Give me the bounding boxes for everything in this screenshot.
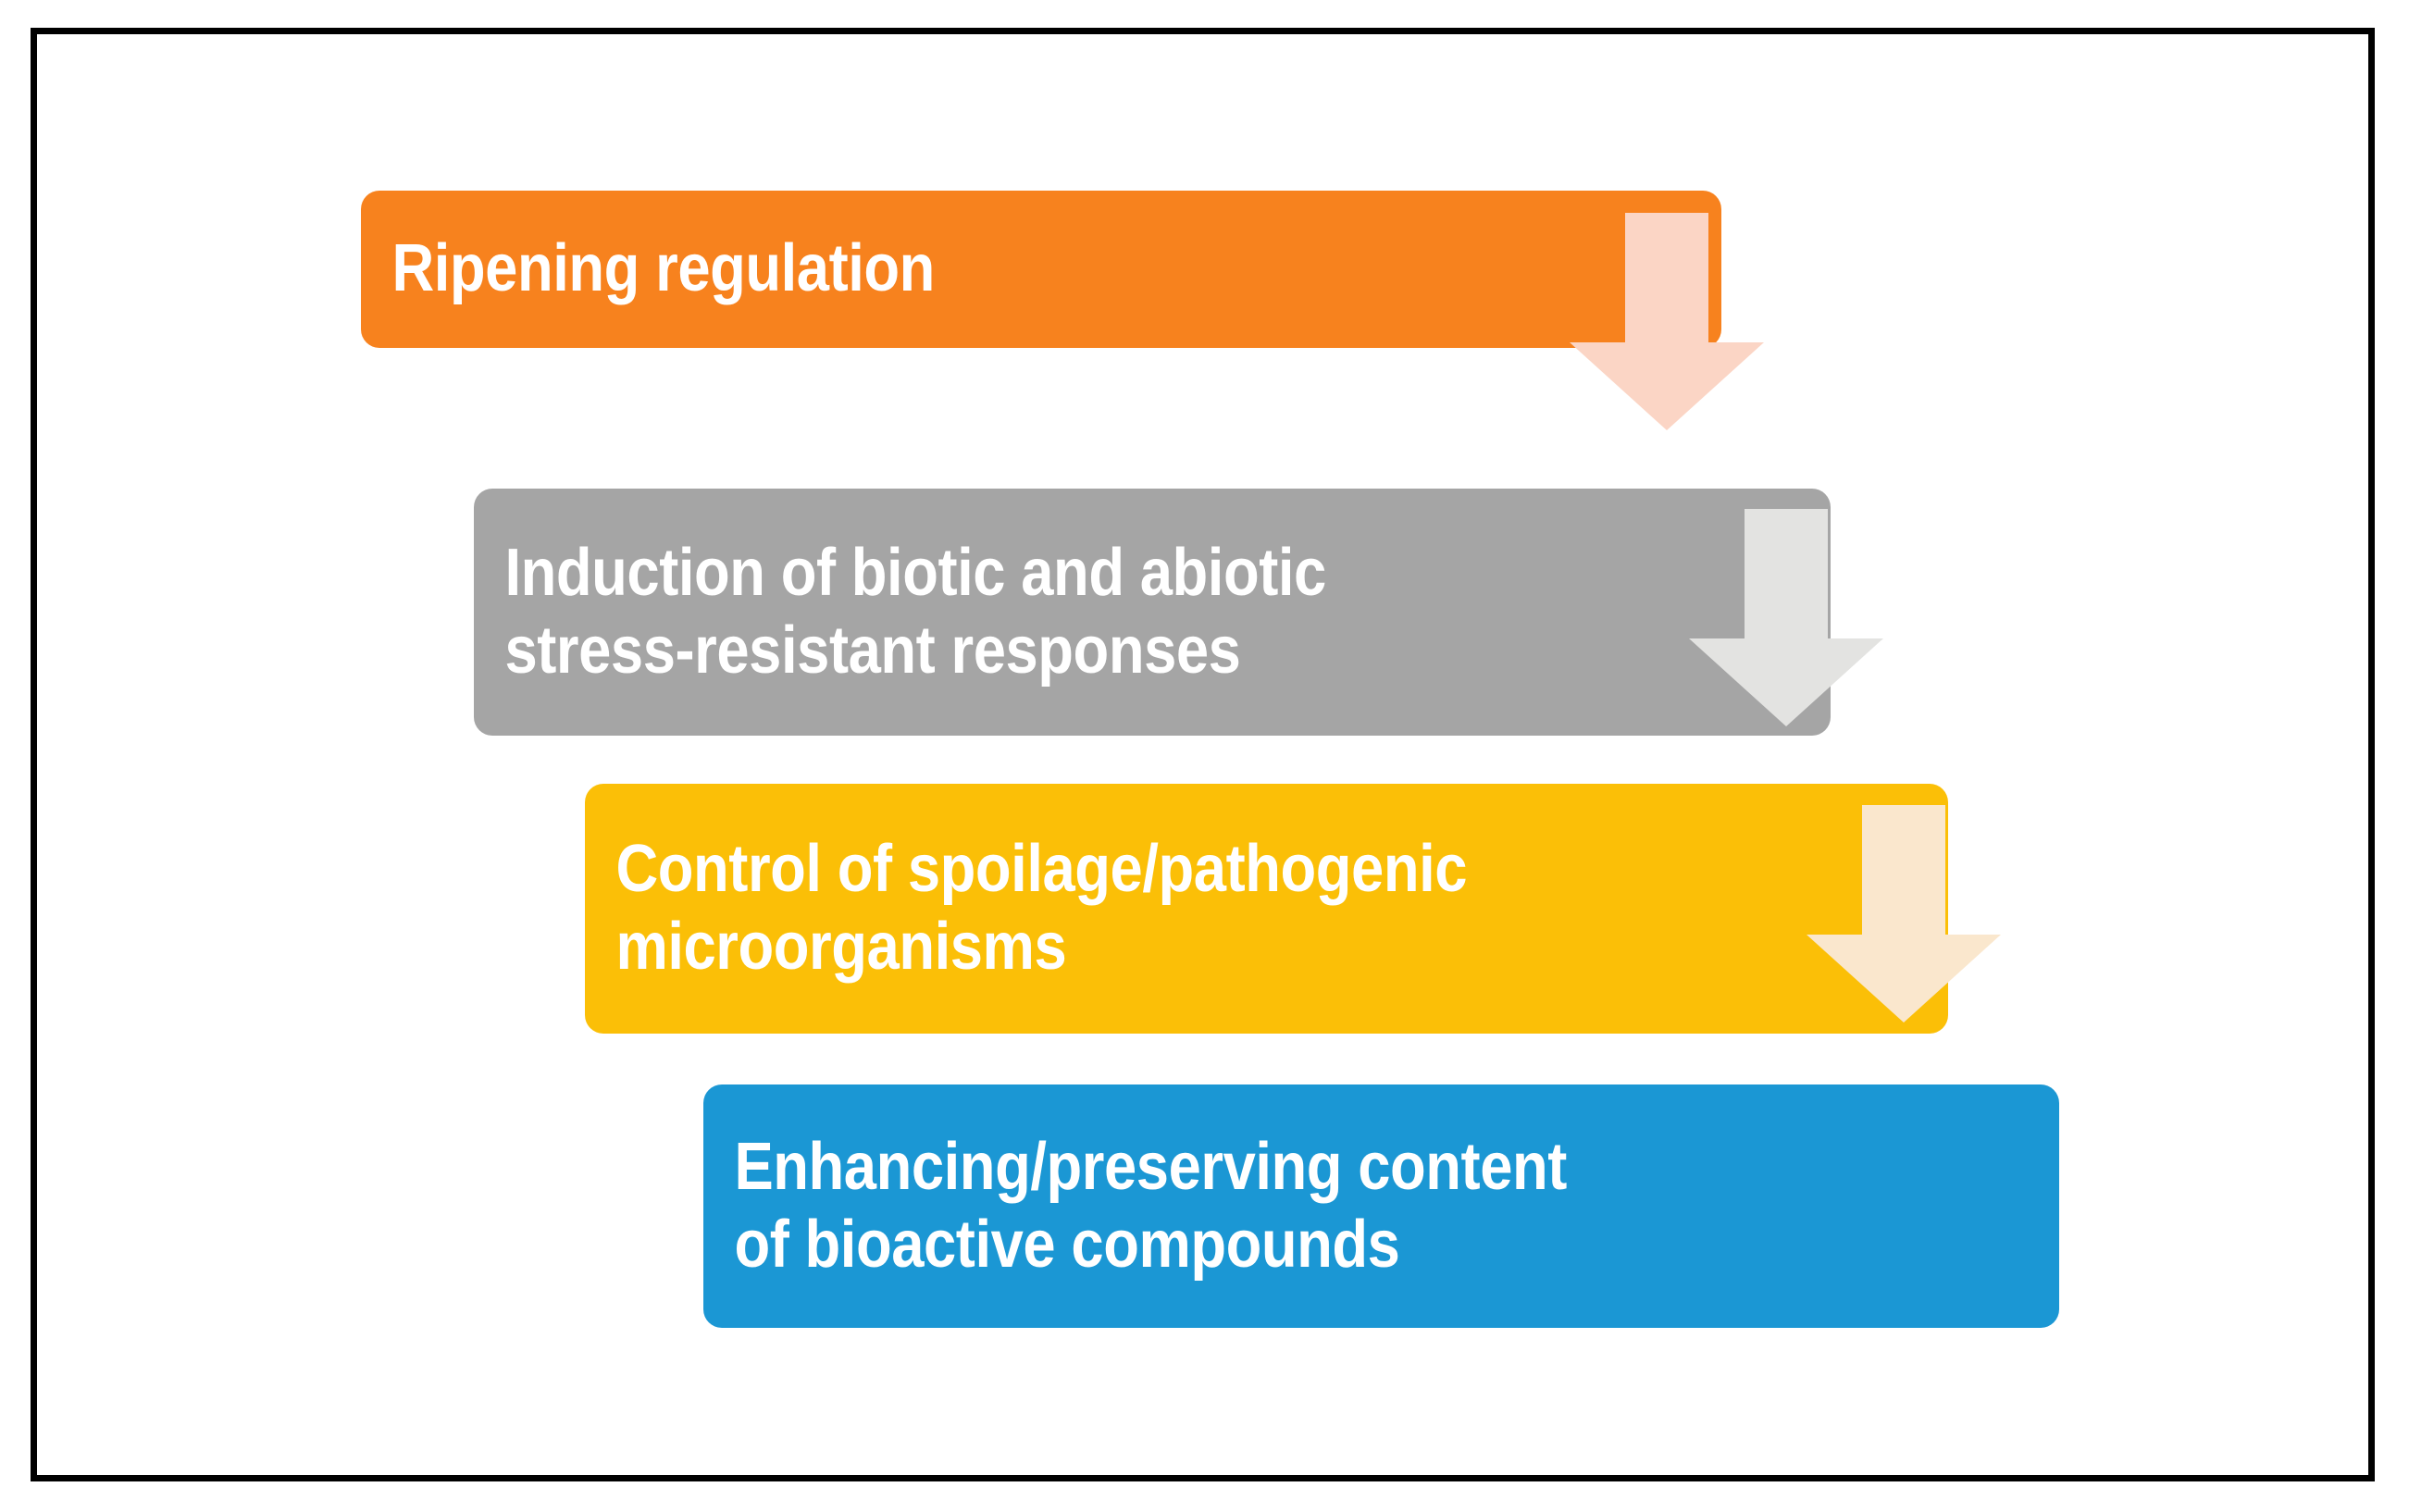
process-flow-diagram: Ripening regulation Induction of biotic … [37,34,2368,1475]
process-step-label: Ripening regulation [391,231,935,306]
process-step-control-of-microorganisms: Control of spoilage/pathogenic microorga… [585,784,1948,1034]
process-step-bioactive-compounds: Enhancing/preserving content of bioactiv… [703,1084,2059,1328]
process-step-label: Control of spoilage/pathogenic microorga… [615,832,1468,984]
figure-border-frame: Ripening regulation Induction of biotic … [31,28,2375,1481]
process-step-label: Induction of biotic and abiotic stress-r… [504,535,1326,688]
process-step-stress-resistant-responses: Induction of biotic and abiotic stress-r… [474,489,1831,736]
process-step-label: Enhancing/preserving content of bioactiv… [734,1129,1567,1282]
process-step-ripening-regulation: Ripening regulation [361,191,1721,348]
